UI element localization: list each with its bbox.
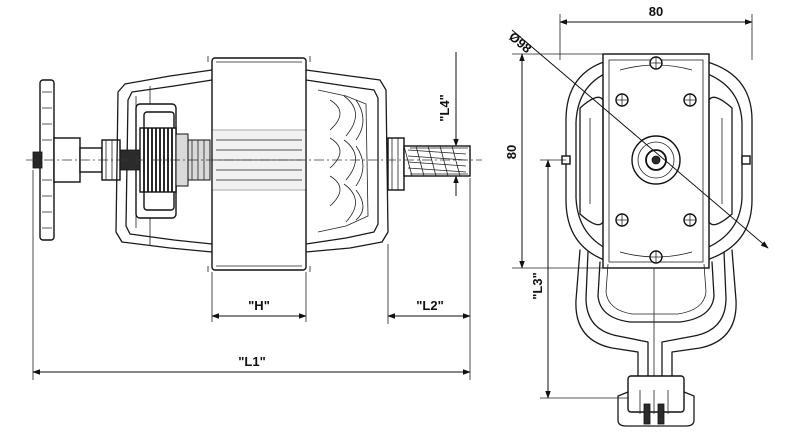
side-view: "L4" "H" "L2" "L1" [26,52,482,380]
l4-label: "L4" [437,94,452,122]
dimension-l2: "L2" [387,178,471,380]
dimension-h: "H" [211,272,307,322]
housing-outer [565,59,753,263]
dimension-l3: "L3" [530,159,628,399]
diameter-label: Ø98 [506,29,534,56]
end-cap-right [305,69,389,253]
dimension-width: 80 [559,4,753,60]
lead-wires [575,249,737,379]
l2-label: "L2" [416,298,444,313]
front-view: Ø98 80 80 [504,4,769,427]
stator-block [207,56,311,272]
shaft-right [387,137,471,191]
wire-connector [617,375,695,427]
l3-label: "L3" [530,272,545,300]
height-label: 80 [504,145,519,159]
center-hub [631,135,681,185]
h-label: "H" [248,298,270,313]
l1-label: "L1" [238,354,266,369]
dimension-l1: "L1" [32,170,471,380]
width-label: 80 [649,4,663,19]
dimension-l4: "L4" [437,52,466,196]
dimension-height: 80 [504,53,604,269]
